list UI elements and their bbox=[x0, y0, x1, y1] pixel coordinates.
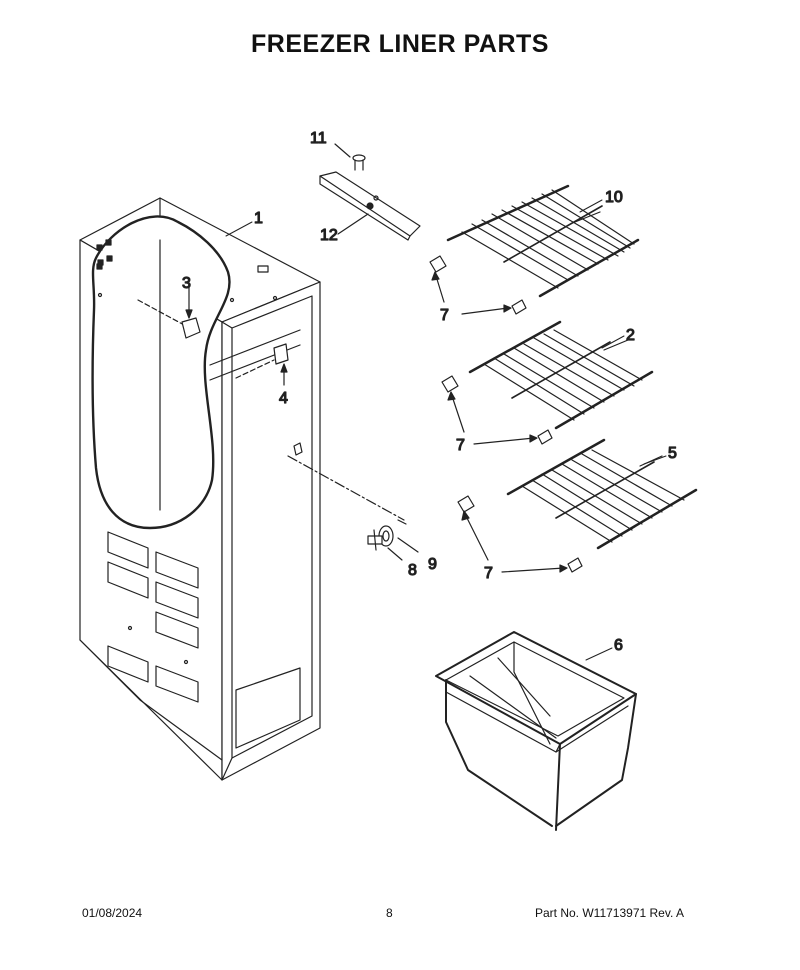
callout-7a: 7 bbox=[440, 307, 449, 324]
page-title: FREEZER LINER PARTS bbox=[251, 30, 549, 58]
footer-page-number: 8 bbox=[386, 906, 393, 920]
wire-shelf-5 bbox=[506, 438, 698, 550]
callout-3: 3 bbox=[182, 275, 191, 292]
callout-1: 1 bbox=[254, 210, 263, 227]
callout-5: 5 bbox=[668, 445, 677, 462]
freezer-bin bbox=[435, 631, 637, 831]
callout-7c: 7 bbox=[484, 565, 493, 582]
bracket-clip-3 bbox=[137, 286, 201, 339]
wire-shelf-10 bbox=[446, 184, 640, 298]
leader-lines bbox=[225, 199, 667, 661]
callout-8: 8 bbox=[408, 562, 417, 579]
footer-part-number: Part No. W11713971 Rev. A bbox=[535, 906, 684, 920]
callout-10: 10 bbox=[605, 189, 623, 206]
callout-6: 6 bbox=[614, 637, 623, 654]
freezer-liner bbox=[79, 197, 321, 781]
wire-shelf-2 bbox=[468, 320, 654, 430]
callout-7b: 7 bbox=[456, 437, 465, 454]
hinge-bracket bbox=[319, 143, 421, 241]
callout-11: 11 bbox=[310, 130, 327, 147]
shelf-supports bbox=[429, 255, 583, 573]
callout-12: 12 bbox=[320, 227, 338, 244]
callout-4: 4 bbox=[279, 390, 288, 407]
hinge-pin-assembly bbox=[287, 442, 419, 561]
bracket-clip-4 bbox=[235, 343, 289, 386]
footer-date: 01/08/2024 bbox=[82, 906, 143, 920]
callout-2: 2 bbox=[626, 327, 635, 344]
callout-9: 9 bbox=[428, 556, 437, 573]
